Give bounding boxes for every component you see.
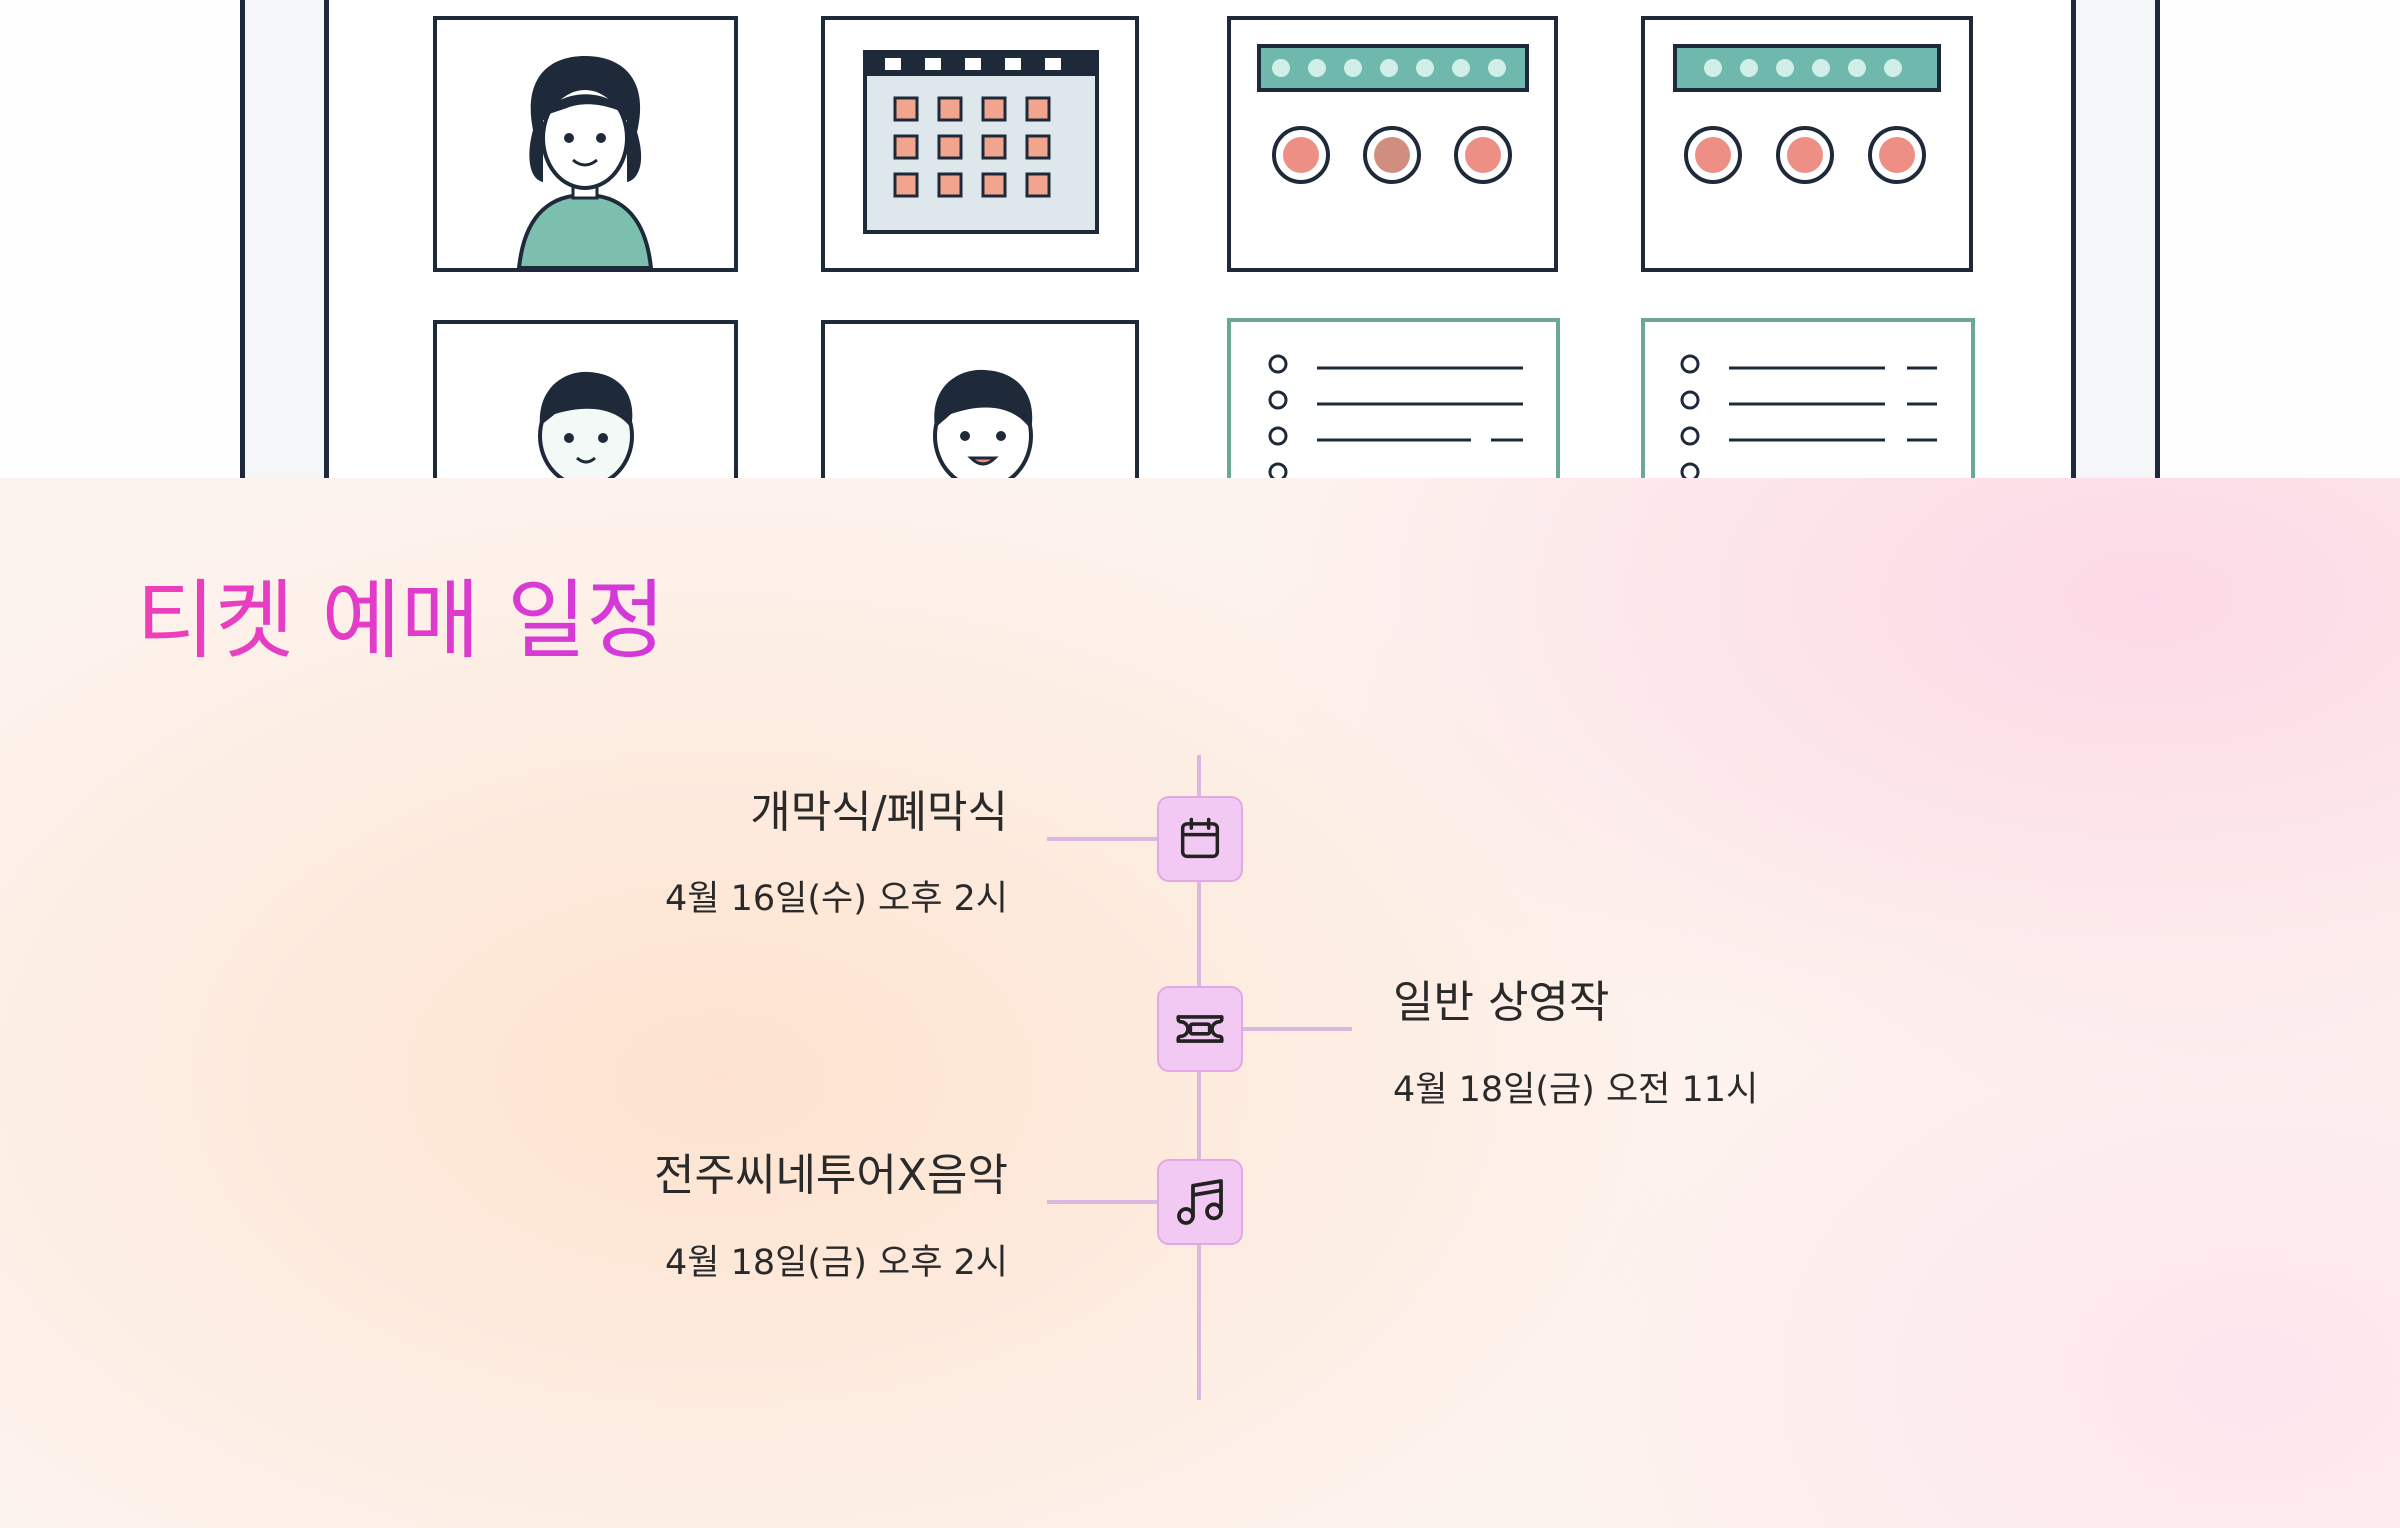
checklist-card-2 xyxy=(1641,318,1975,478)
event-title-general-screening: 일반 상영작 xyxy=(1393,977,1610,1028)
timeline-connector xyxy=(1047,837,1159,841)
checklist-icon xyxy=(1268,354,1523,478)
woman-avatar-icon xyxy=(516,56,654,270)
timeline-node-music xyxy=(1157,1159,1243,1245)
profile-card-boy xyxy=(433,320,738,478)
calendar-icon xyxy=(1180,817,1220,859)
event-date-general-screening: 4월 18일(금) 오전 11시 xyxy=(1393,1070,1759,1110)
event-date-cinetour-music: 4월 18일(금) 오후 2시 xyxy=(665,1243,1008,1283)
event-title-cinetour-music: 전주씨네투어X음악 xyxy=(654,1150,1008,1201)
timeline-axis xyxy=(1197,755,1201,1400)
timeline-connector xyxy=(1047,1200,1159,1204)
seat-map-icon xyxy=(1257,44,1529,184)
profile-card-woman xyxy=(433,16,738,272)
seat-map-icon xyxy=(1673,44,1941,184)
music-note-icon xyxy=(1177,1179,1223,1225)
event-title-opening-closing: 개막식/폐막식 xyxy=(750,787,1008,838)
ticket-icon xyxy=(1176,1015,1224,1043)
ticket-schedule-section: 티켓 예매 일정 개막식/폐막식 4월 16일(수) 오후 2시 일반 상영작 … xyxy=(0,478,2400,1528)
seat-card-2 xyxy=(1641,16,1973,272)
checklist-icon xyxy=(1680,354,1937,478)
man-avatar-icon xyxy=(933,369,1033,478)
timeline-node-calendar xyxy=(1157,796,1243,882)
calendar-card xyxy=(821,16,1139,272)
event-date-opening-closing: 4월 16일(수) 오후 2시 xyxy=(665,879,1008,919)
calendar-icon xyxy=(863,50,1099,234)
seat-card-1 xyxy=(1227,16,1558,272)
page-title: 티켓 예매 일정 xyxy=(136,571,666,671)
illustration-banner xyxy=(0,0,2400,478)
profile-card-man xyxy=(821,320,1139,478)
checklist-card-1 xyxy=(1227,318,1560,478)
timeline-node-ticket xyxy=(1157,986,1243,1072)
timeline-connector xyxy=(1241,1027,1352,1031)
boy-avatar-icon xyxy=(538,371,634,478)
